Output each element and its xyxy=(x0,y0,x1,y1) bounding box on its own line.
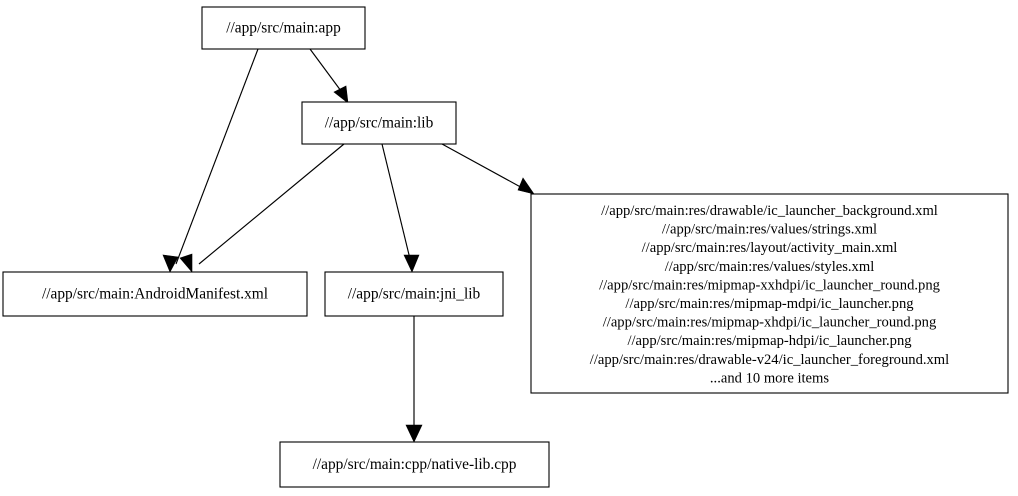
graph-node-box-app[interactable] xyxy=(201,6,366,50)
graph-node-label-line-res-1: //app/src/main:res/values/strings.xml xyxy=(662,222,877,238)
graph-edge-app-to-manifest xyxy=(175,48,259,265)
arrow-lib-jni-icon xyxy=(403,254,420,273)
graph-node-box-native_lib[interactable] xyxy=(279,441,550,488)
graph-nodes: //app/src/main:app //app/src/main:lib //ap… xyxy=(2,6,1009,488)
graph-arrowheads xyxy=(162,85,535,443)
graph-node-label-line-res-3: //app/src/main:res/values/styles.xml xyxy=(665,259,875,275)
graph-node-lib[interactable]: //app/src/main:lib xyxy=(301,101,457,145)
graph-edge-app-to-lib xyxy=(309,48,345,96)
graph-node-label-line-res-5: //app/src/main:res/mipmap-mdpi/ic_launch… xyxy=(625,296,914,312)
graph-node-label-lib: //app/src/main:lib xyxy=(325,115,434,132)
graph-node-box-manifest[interactable] xyxy=(2,271,308,317)
graph-edges xyxy=(175,48,527,434)
graph-node-res[interactable]: //app/src/main:res/drawable/ic_launcher_… xyxy=(530,193,1009,394)
graph-node-label-jni_lib: //app/src/main:jni_lib xyxy=(348,286,481,303)
graph-node-label-app: //app/src/main:app xyxy=(226,20,341,37)
arrow-lib-manifest-icon xyxy=(179,253,193,273)
graph-node-jni_lib[interactable]: //app/src/main:jni_lib xyxy=(324,271,504,317)
arrow-lib-res-icon xyxy=(517,177,535,195)
graph-node-label-line-res-2: //app/src/main:res/layout/activity_main.… xyxy=(642,240,898,256)
graph-edge-lib-to-jni_lib xyxy=(381,143,412,264)
graph-node-manifest[interactable]: //app/src/main:AndroidManifest.xml xyxy=(2,271,308,317)
arrow-app-manifest-icon xyxy=(162,254,179,273)
graph-node-label-line-res-6: //app/src/main:res/mipmap-xhdpi/ic_launc… xyxy=(603,315,937,331)
graph-node-label-line-res-7: //app/src/main:res/mipmap-hdpi/ic_launch… xyxy=(627,333,912,349)
graph-node-label-native_lib: //app/src/main:cpp/native-lib.cpp xyxy=(313,456,517,473)
graph-node-app[interactable]: //app/src/main:app xyxy=(201,6,366,50)
arrow-app-lib-icon xyxy=(333,85,349,104)
graph-node-label-line-res-4: //app/src/main:res/mipmap-xxhdpi/ic_laun… xyxy=(599,277,941,293)
graph-node-box-lib[interactable] xyxy=(301,101,457,145)
graph-edge-lib-to-res xyxy=(441,143,527,191)
graph-node-native_lib[interactable]: //app/src/main:cpp/native-lib.cpp xyxy=(279,441,550,488)
graph-node-label-line-res-8: //app/src/main:res/drawable-v24/ic_launc… xyxy=(590,352,949,368)
graph-node-label-line-res-0: //app/src/main:res/drawable/ic_launcher_… xyxy=(601,203,938,219)
graph-node-label-manifest: //app/src/main:AndroidManifest.xml xyxy=(42,286,268,303)
graph-node-box-res[interactable] xyxy=(530,193,1009,394)
graph-node-label-line-res-9: ...and 10 more items xyxy=(710,370,829,386)
arrow-jni-native-icon xyxy=(405,424,423,443)
graph-node-box-jni_lib[interactable] xyxy=(324,271,504,317)
graph-edge-lib-to-manifest xyxy=(198,143,345,265)
